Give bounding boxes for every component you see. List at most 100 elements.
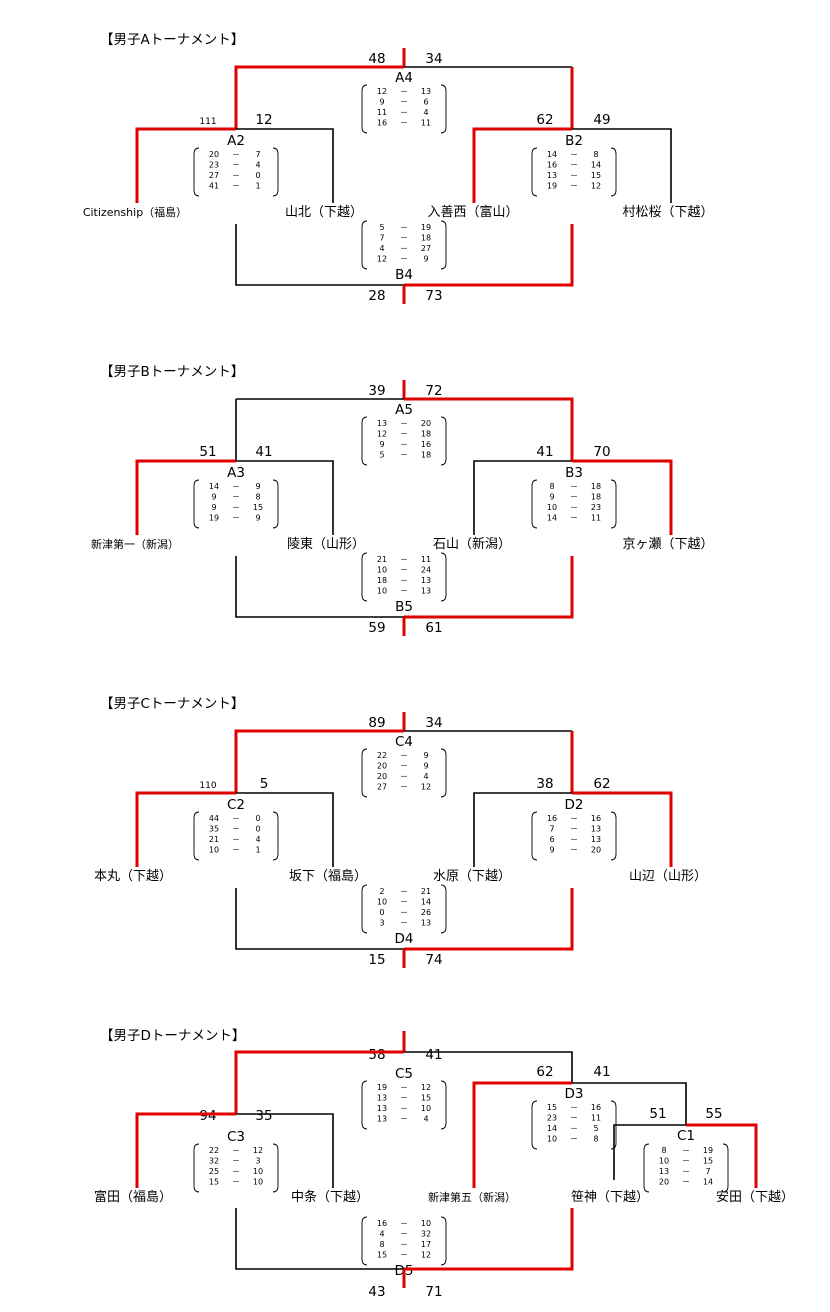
quarter-score-right: 0 — [255, 171, 260, 180]
quarter-dash: － — [400, 1251, 408, 1260]
quarter-score-right: 9 — [255, 482, 260, 491]
quarter-score-right: 16 — [591, 814, 601, 823]
final-top-right-score: 34 — [425, 51, 442, 67]
final-top-right-score: 41 — [425, 1047, 442, 1063]
bracket-line — [135, 459, 236, 535]
quarter-score-right: 27 — [421, 244, 431, 253]
quarter-dash: － — [232, 846, 240, 855]
quarter-dash: － — [400, 87, 408, 96]
quarter-score-right: 15 — [703, 1157, 713, 1166]
match-label-semi-left: C2 — [227, 797, 245, 813]
quarter-dash: － — [570, 161, 578, 170]
quarter-dash: － — [570, 835, 578, 844]
quarter-score-right: 32 — [421, 1230, 431, 1239]
quarter-dash: － — [570, 514, 578, 523]
bracket-paren-left — [531, 811, 538, 861]
match-label-final-top: A5 — [395, 402, 413, 418]
quarter-dash: － — [400, 762, 408, 771]
bracket-line — [686, 1123, 758, 1188]
team-name: 京ヶ瀬（下越） — [622, 537, 713, 552]
semi-left-left-score: 94 — [199, 1108, 216, 1124]
quarter-dash: － — [400, 223, 408, 232]
quarter-dash: － — [232, 814, 240, 823]
quarter-score-left: 10 — [377, 566, 387, 575]
quarter-dash: － — [232, 1178, 240, 1187]
bracket-line — [235, 888, 404, 950]
quarter-score-left: 5 — [379, 451, 384, 460]
semi-right-right-score: 70 — [593, 444, 610, 460]
quarter-scores-final-top — [361, 84, 447, 134]
quarter-scores-semi-left — [193, 147, 279, 197]
quarter-scores-semi-right — [531, 811, 617, 861]
quarter-score-left: 0 — [379, 908, 384, 917]
match-label-final-top: C4 — [395, 734, 413, 750]
quarter-score-left: 8 — [379, 1240, 384, 1249]
final-top-left-score: 48 — [368, 51, 385, 67]
quarter-dash: － — [400, 430, 408, 439]
quarter-score-right: 12 — [591, 182, 601, 191]
quarter-score-right: 13 — [421, 87, 431, 96]
bracket-paren-left — [193, 811, 200, 861]
quarter-score-left: 10 — [209, 846, 219, 855]
quarter-score-right: 13 — [421, 919, 431, 928]
bracket-paren-left — [361, 552, 368, 602]
semi-left-right-score: 35 — [255, 1108, 272, 1124]
quarter-dash: － — [400, 1104, 408, 1113]
quarter-score-left: 9 — [379, 98, 384, 107]
quarter-score-right: 15 — [421, 1094, 431, 1103]
quarter-score-right: 24 — [421, 566, 431, 575]
bracket-line — [236, 1113, 334, 1188]
quarter-score-right: 18 — [421, 451, 431, 460]
quarter-dash: － — [232, 1146, 240, 1155]
quarter-score-left: 10 — [659, 1157, 669, 1166]
quarter-score-right: 9 — [423, 751, 428, 760]
quarter-score-left: 19 — [377, 1083, 387, 1092]
bracket-line — [135, 791, 236, 867]
quarter-dash: － — [400, 98, 408, 107]
team-name: Citizenship（福島） — [83, 205, 187, 219]
final-top-left-score: 89 — [368, 715, 385, 731]
quarter-score-right: 4 — [423, 772, 428, 781]
team-name: 山辺（山形） — [629, 869, 707, 884]
quarter-scores-final-bottom — [361, 1216, 447, 1266]
quarter-score-left: 13 — [659, 1167, 669, 1176]
quarter-score-left: 14 — [547, 150, 557, 159]
quarter-dash: － — [570, 1135, 578, 1144]
quarter-dash: － — [232, 835, 240, 844]
quarter-score-left: 20 — [659, 1178, 669, 1187]
team-name: 石山（新潟） — [433, 536, 511, 552]
quarter-score-left: 10 — [547, 503, 557, 512]
bracket-paren-left — [361, 84, 368, 134]
bracket-line — [135, 127, 236, 203]
bracket-paren-right — [722, 1143, 729, 1193]
bracket-paren-right — [610, 479, 617, 529]
quarter-dash: － — [400, 1230, 408, 1239]
quarter-dash: － — [232, 825, 240, 834]
quarter-score-right: 9 — [255, 514, 260, 523]
quarter-score-left: 10 — [377, 587, 387, 596]
quarter-score-left: 9 — [549, 846, 554, 855]
quarter-score-left: 4 — [379, 244, 384, 253]
match-label-first-round: C1 — [677, 1128, 695, 1144]
quarter-dash: － — [570, 846, 578, 855]
bracket-line — [572, 1082, 687, 1125]
semi-right-left-score: 38 — [536, 776, 553, 792]
quarter-score-right: 17 — [421, 1240, 431, 1249]
semi-right-left-score: 41 — [536, 444, 553, 460]
quarter-dash: － — [400, 919, 408, 928]
quarter-dash: － — [400, 255, 408, 264]
final-bottom-right-score: 61 — [425, 620, 442, 636]
bracket-line — [613, 1124, 686, 1180]
quarter-score-right: 12 — [421, 1251, 431, 1260]
match-label-semi-left: A2 — [227, 133, 245, 149]
quarter-dash: － — [400, 587, 408, 596]
bracket-paren-right — [272, 811, 279, 861]
quarter-score-right: 11 — [591, 514, 601, 523]
team-name: 新津第五（新潟） — [428, 1190, 516, 1204]
quarter-score-right: 9 — [423, 762, 428, 771]
quarter-score-right: 0 — [255, 825, 260, 834]
section-title: 【男子Aトーナメント】 — [100, 32, 244, 48]
bracket-line — [234, 729, 404, 793]
bracket-paren-right — [272, 479, 279, 529]
